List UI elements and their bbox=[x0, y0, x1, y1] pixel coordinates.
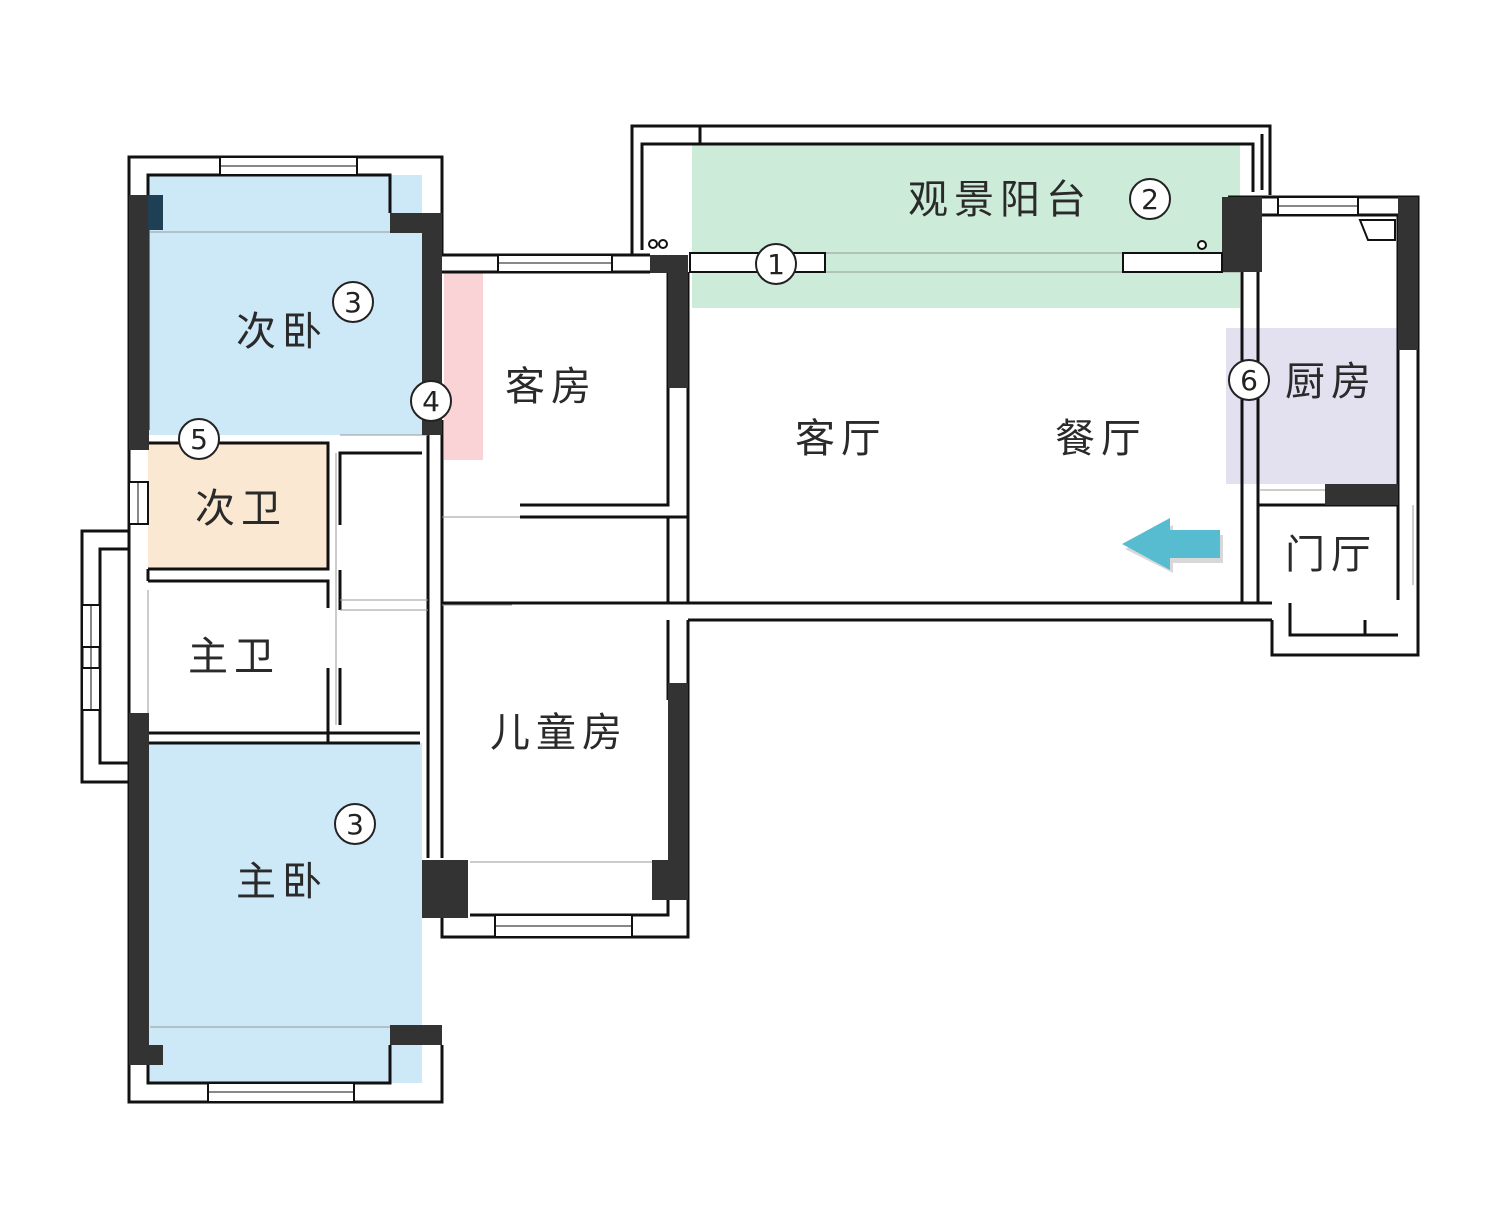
marker-1: 1 bbox=[755, 243, 797, 285]
kitchen-fill bbox=[1226, 328, 1398, 484]
label-guest-bedroom: 次卧 bbox=[236, 309, 328, 355]
master-bedroom-fill bbox=[148, 743, 422, 1083]
label-guest-room: 客房 bbox=[505, 364, 597, 410]
marker-6: 6 bbox=[1228, 359, 1270, 401]
guestroom-strip-fill bbox=[444, 272, 483, 460]
column-marker bbox=[148, 195, 163, 230]
guest-bedroom-fill bbox=[148, 175, 422, 435]
solid-walls bbox=[129, 195, 1418, 1065]
balcony-fixtures bbox=[648, 219, 1396, 250]
marker-5-text: 5 bbox=[190, 423, 208, 456]
window-panes bbox=[90, 165, 1358, 1093]
marker-3-guest-bedroom: 3 bbox=[332, 281, 374, 323]
label-living-room: 客厅 bbox=[795, 416, 887, 462]
label-foyer: 门厅 bbox=[1285, 532, 1377, 578]
marker-1-text: 1 bbox=[767, 248, 785, 281]
marker-2-text: 2 bbox=[1141, 183, 1159, 216]
label-dining-room: 餐厅 bbox=[1055, 416, 1147, 462]
marker-3a-text: 3 bbox=[344, 286, 362, 319]
marker-6-text: 6 bbox=[1240, 364, 1258, 397]
entry-arrow-icon bbox=[1122, 518, 1223, 573]
marker-3b-text: 3 bbox=[346, 808, 364, 841]
marker-2: 2 bbox=[1129, 178, 1171, 220]
label-master-bathroom: 主卫 bbox=[188, 634, 280, 680]
marker-4: 4 bbox=[410, 380, 452, 422]
label-kitchen: 厨房 bbox=[1285, 359, 1377, 405]
label-kids-room: 儿童房 bbox=[490, 710, 628, 756]
marker-4-text: 4 bbox=[422, 385, 440, 418]
marker-3-master-bedroom: 3 bbox=[334, 803, 376, 845]
label-view-balcony: 观景阳台 bbox=[908, 177, 1092, 223]
marker-5: 5 bbox=[178, 418, 220, 460]
second-bathroom-fill bbox=[148, 443, 328, 569]
label-second-bathroom: 次卫 bbox=[195, 486, 287, 532]
label-master-bedroom: 主卧 bbox=[236, 859, 328, 905]
